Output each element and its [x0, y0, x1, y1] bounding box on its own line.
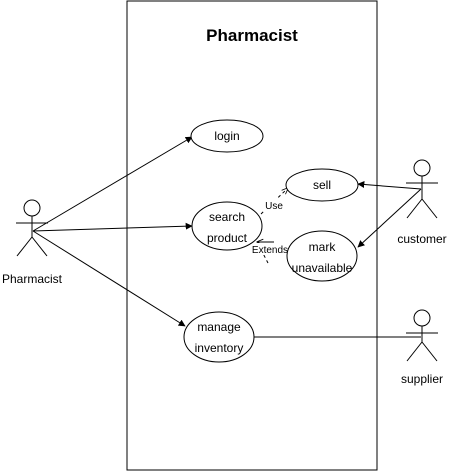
usecase-manage-inventory-label-1: manage	[197, 320, 241, 334]
dep-extends-label: Extends	[252, 245, 288, 256]
usecase-search-product-label-1: search	[209, 210, 245, 224]
usecase-search-product[interactable]: search product	[191, 201, 263, 251]
usecase-login-label: login	[214, 129, 239, 143]
assoc-customer-mark	[357, 188, 422, 248]
assoc-pharmacist-login	[32, 136, 193, 232]
usecase-mark-unavailable[interactable]: mark unavailable	[286, 230, 358, 282]
assoc-pharmacist-search	[32, 222, 193, 232]
dep-use-label: Use	[265, 201, 283, 212]
actor-supplier[interactable]	[406, 309, 438, 362]
usecase-manage-inventory-label-2: inventory	[195, 341, 244, 355]
usecase-mark-unavailable-label-1: mark	[309, 240, 337, 254]
usecase-sell[interactable]: sell	[285, 168, 359, 202]
assoc-customer-sell	[357, 181, 422, 190]
usecase-sell-label: sell	[313, 178, 331, 192]
usecase-search-product-label-2: product	[207, 231, 248, 245]
actor-pharmacist[interactable]	[16, 199, 48, 257]
actor-pharmacist-label: Pharmacist	[2, 272, 63, 286]
actor-customer-label: customer	[397, 232, 446, 246]
assoc-pharmacist-manage	[32, 230, 186, 327]
actor-supplier-label: supplier	[401, 372, 443, 386]
usecase-manage-inventory[interactable]: manage inventory	[183, 311, 255, 363]
usecase-login[interactable]: login	[190, 119, 264, 153]
actor-customer[interactable]	[406, 159, 438, 219]
system-title: Pharmacist	[206, 26, 298, 45]
usecase-mark-unavailable-label-2: unavailable	[292, 261, 353, 275]
